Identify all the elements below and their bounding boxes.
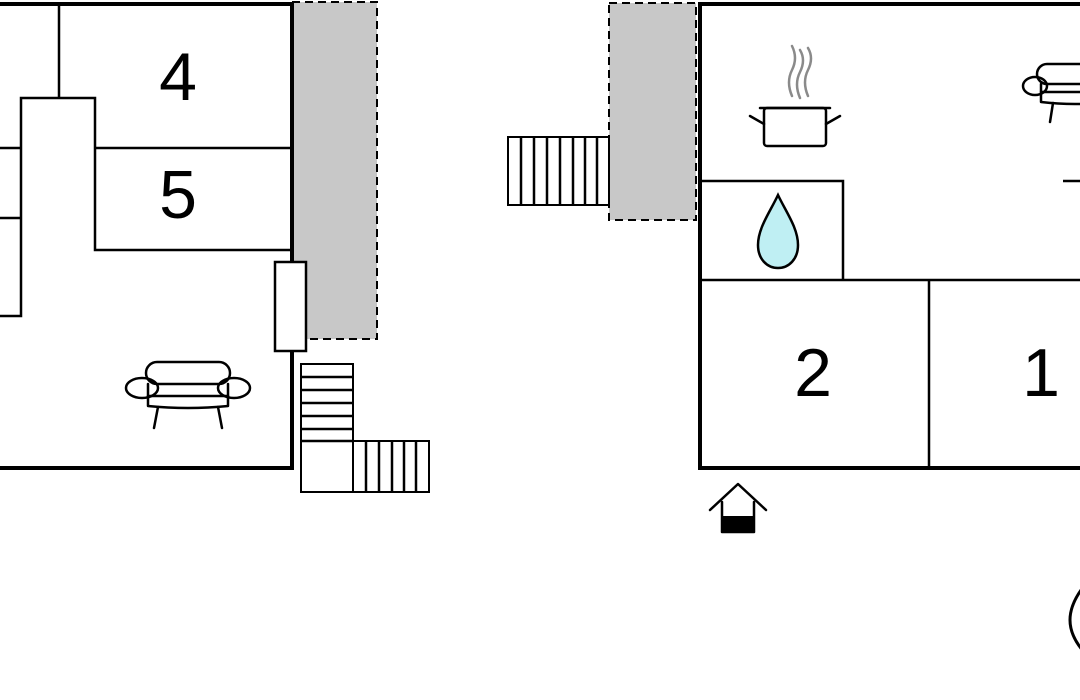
- stairs-vertical: [300, 363, 354, 493]
- right-outer-wall: [698, 2, 1080, 470]
- right-floor: 2 1: [507, 2, 1080, 650]
- room-number-4: 4: [159, 39, 197, 115]
- room-number-1: 1: [1022, 335, 1060, 411]
- room-number-5: 5: [159, 157, 197, 233]
- water-drop-icon: [756, 192, 800, 270]
- compass-icon: [1068, 588, 1080, 650]
- sofa-icon: [1021, 62, 1080, 124]
- terrace-right: [608, 2, 697, 221]
- sofa-icon: [124, 360, 252, 430]
- left-outer-wall: [0, 2, 294, 470]
- cooking-pot-icon: [748, 44, 842, 148]
- house-entrance-icon: [708, 482, 768, 534]
- stairs-horizontal: [352, 440, 430, 493]
- room-number-2: 2: [794, 335, 832, 411]
- stairs-right: [507, 136, 610, 206]
- door-frame: [273, 260, 308, 353]
- left-partitions: [0, 4, 292, 318]
- left-floor: 4 5: [0, 1, 430, 493]
- right-partitions: [700, 179, 1080, 468]
